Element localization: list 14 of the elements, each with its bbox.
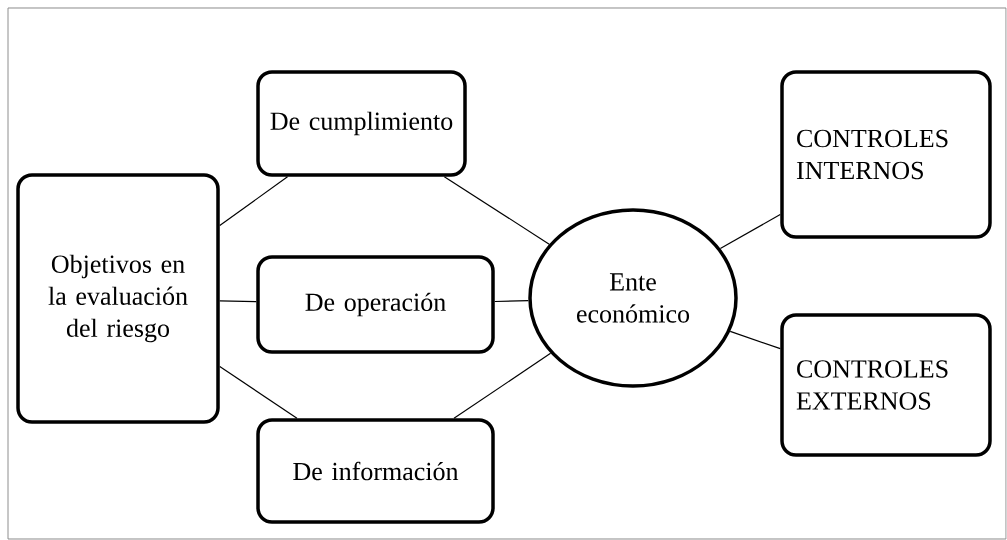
process-box: De cumplimiento xyxy=(256,70,467,177)
connector-line xyxy=(219,176,289,227)
process-box: CONTROLES INTERNOS xyxy=(780,70,992,239)
connector-line xyxy=(219,365,298,419)
connector-line xyxy=(443,176,550,245)
process-box: De información xyxy=(256,418,495,524)
connector-line xyxy=(494,300,529,303)
connector-line xyxy=(729,330,781,350)
process-box: CONTROLES EXTERNOS xyxy=(780,313,992,457)
process-box: De operación xyxy=(256,255,495,354)
process-box: Objetivos en la evaluación del riesgo xyxy=(16,173,220,424)
connector-line xyxy=(719,213,781,250)
connector-line xyxy=(219,300,257,303)
connector-line xyxy=(453,352,552,419)
